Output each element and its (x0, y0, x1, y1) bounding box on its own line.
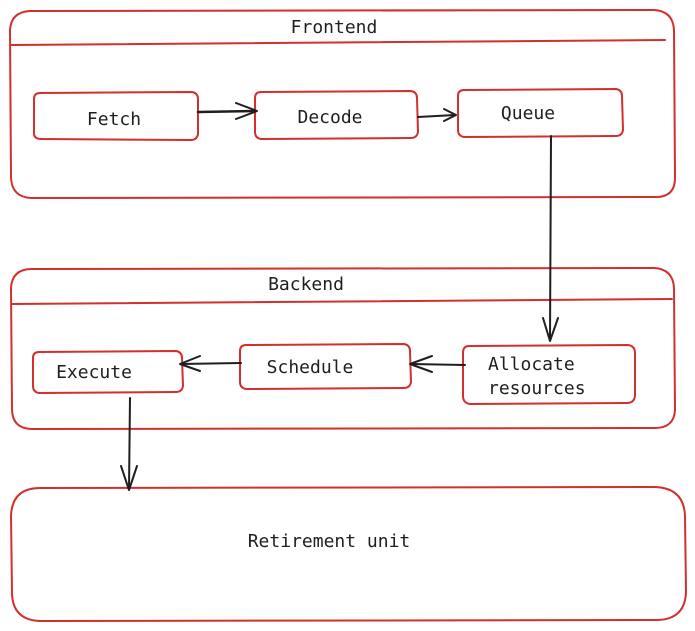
arrow-execute-to-retirement (120, 397, 138, 491)
frontend-container (9, 9, 676, 199)
backend-container (10, 267, 676, 430)
retirement-label: Retirement unit (248, 531, 411, 552)
queue-label: Queue (501, 103, 555, 124)
allocate-box (462, 344, 636, 405)
frontend-group: Frontend Fetch Decode Queue (9, 9, 676, 199)
retirement-group: Retirement unit (10, 486, 687, 622)
queue-box (457, 88, 624, 138)
execute-box (32, 350, 184, 394)
arrow-fetch-to-decode (196, 102, 258, 120)
retirement-box (10, 486, 687, 622)
arrow-queue-to-allocate (542, 135, 559, 342)
arrow-decode-to-queue (417, 108, 457, 122)
queue-node: Queue (457, 88, 624, 138)
allocate-label-line1: Allocate (488, 354, 575, 375)
decode-label: Decode (297, 107, 362, 128)
backend-group: Backend Allocate resources Schedule Exec… (10, 267, 676, 430)
fetch-label: Fetch (87, 109, 141, 130)
decode-node: Decode (254, 90, 419, 140)
arrow-schedule-to-execute (179, 355, 242, 372)
fetch-node: Fetch (33, 91, 199, 141)
decode-box (254, 90, 419, 140)
allocate-label-line2: resources (488, 378, 586, 399)
fetch-box (33, 91, 199, 141)
backend-title: Backend (268, 274, 344, 295)
execute-label: Execute (56, 362, 132, 383)
frontend-title: Frontend (291, 17, 378, 38)
arrow-allocate-to-schedule (409, 355, 466, 373)
execute-node: Execute (32, 350, 184, 394)
frontend-title-divider (10, 39, 666, 46)
allocate-node: Allocate resources (462, 344, 636, 405)
schedule-label: Schedule (267, 357, 354, 378)
schedule-node: Schedule (239, 343, 412, 390)
backend-title-divider (11, 298, 673, 305)
schedule-box (239, 343, 412, 390)
